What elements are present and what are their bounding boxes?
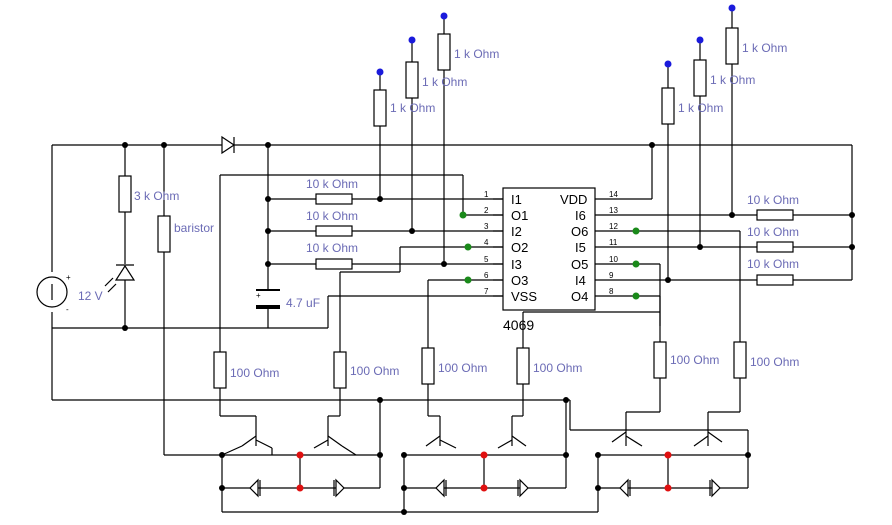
junction-dots bbox=[122, 142, 855, 515]
base-resistor-3-label: 100 Ohm bbox=[438, 361, 487, 375]
probe-resistor-3-label: 1 k Ohm bbox=[454, 47, 499, 61]
capacitor-icon bbox=[256, 289, 280, 309]
ic-pin-3-num: 3 bbox=[484, 222, 489, 231]
ic-right-pins: VDD 14 I6 13 O6 12 I5 11 O5 10 I4 9 O4 8 bbox=[560, 190, 618, 304]
battery-minus: - bbox=[66, 305, 69, 314]
capacitor-label: 4.7 uF bbox=[286, 296, 320, 310]
diode-icon bbox=[221, 135, 236, 155]
probe-tips bbox=[376, 4, 736, 76]
ic-pin-5-num: 5 bbox=[484, 255, 489, 264]
probe-resistor-6-label: 1 k Ohm bbox=[742, 41, 787, 55]
ic-pin-1-name: I1 bbox=[511, 192, 522, 207]
feedback-resistor-5-label: 10 k Ohm bbox=[747, 225, 799, 239]
ic-pin-6-num: 6 bbox=[484, 271, 489, 280]
led-resistor bbox=[118, 175, 132, 213]
ic-pin-12-num: 12 bbox=[609, 222, 618, 231]
ic-pin-11-num: 11 bbox=[609, 238, 618, 247]
ic-pin-2-num: 2 bbox=[484, 206, 489, 215]
base-resistor-1-label: 100 Ohm bbox=[230, 366, 279, 380]
base-resistor-3 bbox=[421, 347, 435, 385]
ic-pin-10-name: O5 bbox=[571, 257, 588, 272]
ic-pin-2-name: O1 bbox=[511, 208, 528, 223]
ic-pin-14-num: 14 bbox=[609, 190, 618, 199]
feedback-resistor-3 bbox=[315, 258, 353, 270]
feedback-resistor-2-label: 10 k Ohm bbox=[306, 209, 358, 223]
base-resistor-5-label: 100 Ohm bbox=[670, 353, 719, 367]
base-resistor-4-label: 100 Ohm bbox=[533, 361, 582, 375]
led-icon bbox=[104, 264, 136, 293]
ic-pin-9-num: 9 bbox=[609, 271, 614, 280]
ic-pin-8-name: O4 bbox=[571, 289, 588, 304]
probe-resistor-6 bbox=[725, 27, 739, 65]
base-resistor-6-label: 100 Ohm bbox=[750, 355, 799, 369]
varistor bbox=[157, 215, 171, 253]
ic-pin-8-num: 8 bbox=[609, 287, 614, 296]
ic-pin-4-num: 4 bbox=[484, 238, 489, 247]
feedback-resistor-4 bbox=[756, 209, 794, 221]
ic-pin-5-name: I3 bbox=[511, 257, 522, 272]
led-resistor-label: 3 k Ohm bbox=[134, 189, 179, 203]
probe-resistor-2-label: 1 k Ohm bbox=[422, 75, 467, 89]
probe-resistor-5-label: 1 k Ohm bbox=[710, 73, 755, 87]
varistor-label: baristor bbox=[174, 221, 214, 235]
feedback-resistor-1-label: 10 k Ohm bbox=[306, 177, 358, 191]
ic-pin-7-num: 7 bbox=[484, 287, 489, 296]
ic-pin-1-num: 1 bbox=[484, 190, 489, 199]
ic-4069 bbox=[493, 187, 596, 311]
ic-pin-10-num: 10 bbox=[609, 255, 618, 264]
ic-pin-9-name: I4 bbox=[575, 273, 586, 288]
base-resistor-6 bbox=[733, 341, 747, 379]
ic-pin-13-num: 13 bbox=[609, 206, 618, 215]
output-nodes bbox=[459, 211, 640, 300]
ic-pin-7-name: VSS bbox=[511, 289, 537, 304]
ic-name: 4069 bbox=[503, 317, 534, 333]
base-resistor-1 bbox=[213, 351, 227, 389]
feedback-resistor-3-label: 10 k Ohm bbox=[306, 241, 358, 255]
probe-resistor-4-label: 1 k Ohm bbox=[678, 101, 723, 115]
feedback-resistor-1 bbox=[315, 193, 353, 205]
probe-resistor-1-label: 1 k Ohm bbox=[390, 101, 435, 115]
transistors bbox=[221, 412, 723, 456]
base-resistor-5 bbox=[653, 341, 667, 379]
probe-resistor-3 bbox=[437, 33, 451, 71]
ic-pin-13-name: I6 bbox=[575, 208, 586, 223]
motor-nodes bbox=[296, 451, 672, 492]
probe-resistor-4 bbox=[661, 87, 675, 125]
probe-resistor-2 bbox=[405, 61, 419, 99]
base-resistor-2-label: 100 Ohm bbox=[350, 364, 399, 378]
feedback-resistor-4-label: 10 k Ohm bbox=[747, 193, 799, 207]
feedback-resistor-6 bbox=[756, 274, 794, 286]
ic-pin-4-name: O2 bbox=[511, 240, 528, 255]
probe-resistor-1 bbox=[373, 89, 387, 127]
base-resistor-2 bbox=[333, 351, 347, 389]
ic-pin-3-name: I2 bbox=[511, 224, 522, 239]
bridge-diodes bbox=[249, 478, 721, 498]
battery-12v bbox=[36, 276, 68, 308]
probe-resistor-5 bbox=[693, 59, 707, 97]
battery-plus: + bbox=[66, 273, 71, 282]
feedback-resistor-5 bbox=[756, 241, 794, 253]
feedback-resistor-6-label: 10 k Ohm bbox=[747, 257, 799, 271]
ic-pin-14-name: VDD bbox=[560, 192, 587, 207]
feedback-resistor-2 bbox=[315, 225, 353, 237]
ic-pin-11-name: I5 bbox=[575, 240, 586, 255]
ic-pin-6-name: O3 bbox=[511, 273, 528, 288]
base-resistor-4 bbox=[516, 347, 530, 385]
ic-left-pins: 1 I1 2 O1 3 I2 4 O2 5 I3 6 O3 7 VSS bbox=[484, 190, 537, 304]
ic-pin-12-name: O6 bbox=[571, 224, 588, 239]
capacitor-plus: + bbox=[256, 291, 261, 300]
battery-label: 12 V bbox=[78, 289, 103, 303]
